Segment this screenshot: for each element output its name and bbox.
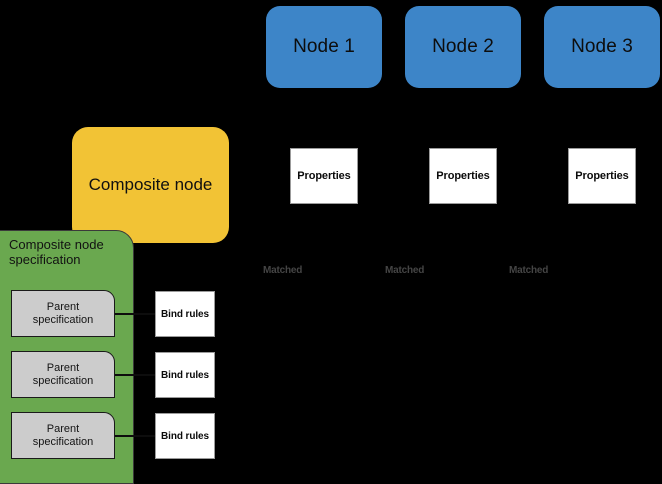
matched-label-3: Matched bbox=[509, 265, 549, 276]
node-box-1-label: Node 1 bbox=[293, 36, 355, 57]
node-box-2-label: Node 2 bbox=[432, 36, 494, 57]
properties-box-2[interactable]: Properties bbox=[429, 148, 497, 204]
node-box-3[interactable]: Node 3 bbox=[544, 6, 660, 88]
properties-box-1-label: Properties bbox=[297, 170, 351, 182]
parent-specification-box-3-label: Parent specification bbox=[32, 422, 94, 448]
composite-node-box[interactable]: Composite node bbox=[72, 127, 229, 243]
parent-specification-box-3[interactable]: Parent specification bbox=[11, 412, 115, 459]
bind-rules-box-2[interactable]: Bind rules bbox=[155, 352, 215, 398]
node-box-1[interactable]: Node 1 bbox=[266, 6, 382, 88]
matched-label-1: Matched bbox=[263, 265, 303, 276]
connector-line-2 bbox=[113, 374, 156, 376]
properties-box-3-label: Properties bbox=[575, 170, 629, 182]
bind-rules-box-2-label: Bind rules bbox=[161, 369, 209, 381]
parent-specification-box-2[interactable]: Parent specification bbox=[11, 351, 115, 398]
bind-rules-box-1[interactable]: Bind rules bbox=[155, 291, 215, 337]
properties-box-2-label: Properties bbox=[436, 170, 490, 182]
bind-rules-box-3-label: Bind rules bbox=[161, 430, 209, 442]
properties-box-1[interactable]: Properties bbox=[290, 148, 358, 204]
connector-line-1 bbox=[113, 313, 156, 315]
bind-rules-box-1-label: Bind rules bbox=[161, 308, 209, 320]
parent-specification-box-2-label: Parent specification bbox=[32, 361, 94, 387]
parent-specification-box-1-label: Parent specification bbox=[32, 300, 94, 326]
bind-rules-box-3[interactable]: Bind rules bbox=[155, 413, 215, 459]
parent-specification-box-1[interactable]: Parent specification bbox=[11, 290, 115, 337]
node-box-2[interactable]: Node 2 bbox=[405, 6, 521, 88]
matched-label-2: Matched bbox=[385, 265, 425, 276]
composite-node-specification-title: Composite node specification bbox=[9, 237, 104, 267]
composite-node-label: Composite node bbox=[88, 175, 213, 194]
connector-line-3 bbox=[113, 435, 156, 437]
node-box-3-label: Node 3 bbox=[571, 36, 633, 57]
properties-box-3[interactable]: Properties bbox=[568, 148, 636, 204]
